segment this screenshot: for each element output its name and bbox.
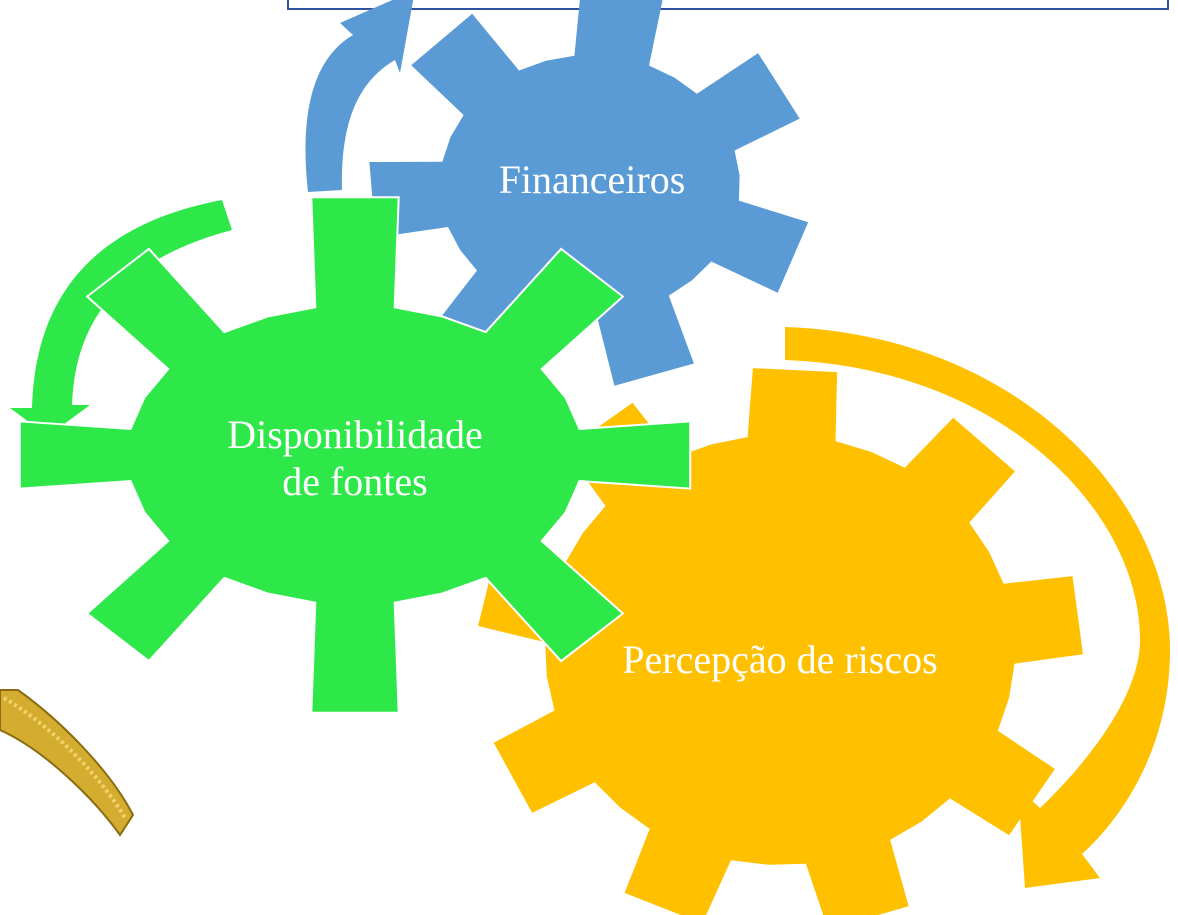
label-financeiros: Financeiros [499,157,686,202]
label-disponibilidade-line2: de fontes [282,459,428,504]
gear-percepcao-de-riscos [478,368,1083,915]
gear-blue-shape [369,0,809,386]
gear-financeiros [369,0,809,386]
gear-yellow-shape [478,368,1083,915]
blue-arrow [305,0,414,192]
label-percepcao-de-riscos: Percepção de riscos [622,637,937,682]
yellow-arrow [785,327,1170,888]
green-arrow [10,200,232,436]
gear-green-shape [18,196,692,714]
coin-decoration [0,689,135,837]
gear-disponibilidade-de-fontes [18,196,692,714]
title-box [287,0,1169,10]
label-disponibilidade-line1: Disponibilidade [227,412,483,457]
